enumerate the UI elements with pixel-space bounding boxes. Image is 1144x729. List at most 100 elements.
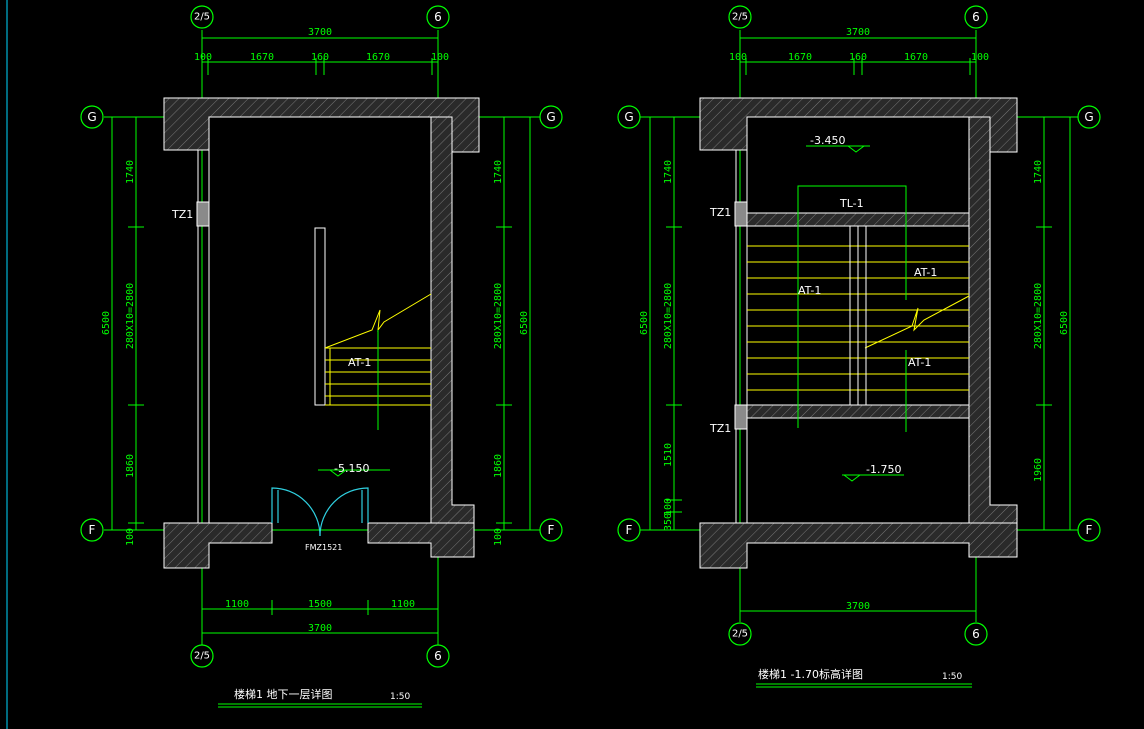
- dim-top-part-2: 1670: [788, 52, 812, 63]
- beam-bottom: [746, 404, 970, 419]
- dim-bottom-total: 3700: [308, 623, 332, 634]
- stair-handrail: [314, 227, 326, 406]
- axis-label-left-g: G: [87, 110, 96, 124]
- dim-left-part-3: 1860: [125, 454, 136, 478]
- dim-top-part-5: 100: [971, 52, 989, 63]
- dim-left-part-3: 1510: [663, 443, 674, 467]
- dim-right-part-3: 1960: [1033, 458, 1044, 482]
- column-label-top: TZ1: [709, 206, 731, 219]
- axis-bubble-bottom-6: [426, 644, 450, 668]
- dim-left-part-5: 350: [663, 513, 674, 531]
- axis-bubble-left-g: [617, 105, 641, 129]
- axis-label-right-f: F: [1086, 523, 1093, 537]
- axis-label-right-g: G: [546, 110, 555, 124]
- axis-bubble-bottom-2-5: [190, 644, 214, 668]
- axis-bubble-left-g: [80, 105, 104, 129]
- elevation-top: -3.450: [810, 134, 845, 147]
- axis-bubble-top-6: [964, 5, 988, 29]
- axis-bubble-left-f: [617, 518, 641, 542]
- dim-left-part-1: 1740: [125, 160, 136, 184]
- dim-left-part-2: 280X10=2800: [663, 283, 674, 349]
- dim-right-total: 6500: [519, 311, 530, 335]
- wall-right: [430, 116, 475, 558]
- elevation-bottom: -1.750: [866, 463, 901, 476]
- dim-top-part-2: 1670: [250, 52, 274, 63]
- dim-top-total: 3700: [308, 27, 332, 38]
- axis-bubble-right-f: [539, 518, 563, 542]
- drawing-title: 楼梯1 -1.70标高详图: [758, 667, 863, 681]
- dim-top-part-4: 1670: [366, 52, 390, 63]
- column-tz1-top: [734, 201, 748, 227]
- axis-label-right-f: F: [548, 523, 555, 537]
- stair-label-right-top: AT-1: [914, 266, 937, 279]
- dim-left-part-4: 100: [125, 528, 136, 546]
- dim-top-part-3: 160: [849, 52, 867, 63]
- dim-left-total: 6500: [639, 311, 650, 335]
- tl1-outline: [797, 185, 907, 213]
- dim-bottom-total: 3700: [846, 601, 870, 612]
- dim-right-part-1: 1740: [493, 160, 504, 184]
- dim-right-part-4: 100: [493, 528, 504, 546]
- column-tz1-bottom: [734, 404, 748, 430]
- stair-label: AT-1: [348, 356, 371, 369]
- dim-top-part-4: 1670: [904, 52, 928, 63]
- dim-left-part-1: 1740: [663, 160, 674, 184]
- door-fmz1521: [271, 487, 369, 537]
- beam-top: [746, 212, 970, 227]
- dim-right-part-2: 280X10=2800: [493, 283, 504, 349]
- drawing-title: 楼梯1 地下一层详图: [234, 687, 333, 701]
- plan-left: TZ1 AT-1 -5.150 FMZ1521 37: [80, 5, 563, 708]
- dim-bottom-part-2: 1500: [308, 599, 332, 610]
- axis-bubble-top-2-5: [728, 5, 752, 29]
- axis-bubble-top-2-5: [190, 5, 214, 29]
- axis-bubble-right-g: [1077, 105, 1101, 129]
- dim-left-total: 6500: [101, 311, 112, 335]
- dim-left-part-2: 280X10=2800: [125, 283, 136, 349]
- dim-left-part-4: 100: [663, 498, 674, 516]
- dim-top-part-1: 100: [729, 52, 747, 63]
- wall-right: [968, 116, 1018, 558]
- dim-right-part-3: 1860: [493, 454, 504, 478]
- axis-label-right-g: G: [1084, 110, 1093, 124]
- dim-top-part-1: 100: [194, 52, 212, 63]
- axis-label-left-f: F: [89, 523, 96, 537]
- axis-label-bottom-6: 6: [434, 649, 442, 663]
- stair-label-right-bottom: AT-1: [908, 356, 931, 369]
- dim-right-part-2: 280X10=2800: [1033, 283, 1044, 349]
- wall-bottom-left: [163, 522, 273, 569]
- axis-label-bottom-2-5: 2/5: [732, 629, 748, 640]
- axis-bubble-top-6: [426, 5, 450, 29]
- axis-bubble-bottom-6: [964, 622, 988, 646]
- axis-label-top-2-5: 2/5: [194, 12, 210, 23]
- axis-bubble-right-g: [539, 105, 563, 129]
- axis-label-bottom-2-5: 2/5: [194, 651, 210, 662]
- axis-bubble-left-f: [80, 518, 104, 542]
- drawing-scale: 1:50: [390, 692, 410, 702]
- plan-right: TZ1 TZ1 TL-1 AT-1 AT-1 AT: [617, 5, 1101, 688]
- drawing-scale: 1:50: [942, 672, 962, 682]
- axis-bubble-right-f: [1077, 518, 1101, 542]
- axis-label-left-g: G: [624, 110, 633, 124]
- column-label-bottom: TZ1: [709, 422, 731, 435]
- dim-bottom-part-1: 1100: [225, 599, 249, 610]
- axis-label-top-6: 6: [972, 10, 980, 24]
- dim-top-part-3: 160: [311, 52, 329, 63]
- axis-label-left-f: F: [626, 523, 633, 537]
- door-label: FMZ1521: [305, 543, 342, 552]
- column-label: TZ1: [171, 208, 193, 221]
- dim-top-total: 3700: [846, 27, 870, 38]
- dim-top-part-5: 100: [431, 52, 449, 63]
- elevation-value: -5.150: [334, 462, 369, 475]
- axis-bubble-bottom-2-5: [728, 622, 752, 646]
- beam-label: TL-1: [839, 197, 864, 210]
- axis-label-top-6: 6: [434, 10, 442, 24]
- wall-bottom: [699, 522, 1018, 569]
- dim-bottom-part-3: 1100: [391, 599, 415, 610]
- dim-right-total: 6500: [1059, 311, 1070, 335]
- axis-label-top-2-5: 2/5: [732, 12, 748, 23]
- column-tz1: [196, 201, 210, 227]
- dim-right-part-1: 1740: [1033, 160, 1044, 184]
- axis-label-bottom-6: 6: [972, 627, 980, 641]
- stair-label-left: AT-1: [798, 284, 821, 297]
